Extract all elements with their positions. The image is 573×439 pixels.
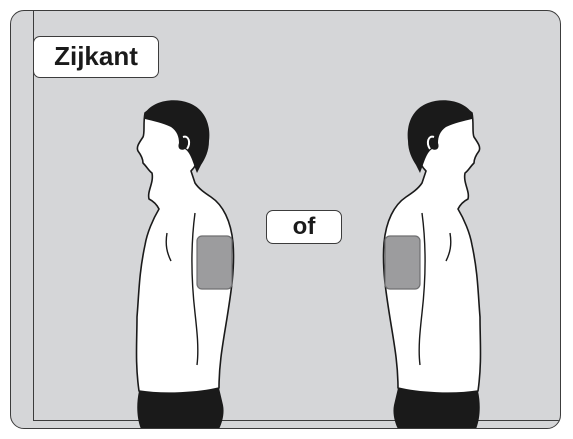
shorts bbox=[137, 388, 223, 429]
view-title-label: Zijkant bbox=[33, 36, 159, 78]
or-separator-label: of bbox=[266, 210, 342, 244]
sensor-patch-icon bbox=[197, 236, 232, 289]
illustration-panel: Zijkant of bbox=[10, 10, 561, 429]
sensor-patch-icon bbox=[385, 236, 420, 289]
man-side-profile-left-figure bbox=[119, 93, 249, 429]
shorts bbox=[393, 388, 479, 429]
man-side-profile-right-figure bbox=[368, 93, 498, 429]
